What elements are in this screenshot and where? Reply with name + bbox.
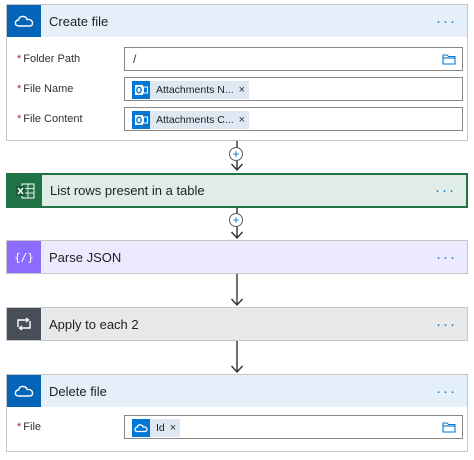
apply-each-more-button[interactable]: ··· bbox=[436, 315, 457, 333]
parse-json-header[interactable]: {∕} Parse JSON ··· bbox=[7, 241, 467, 273]
excel-icon bbox=[8, 175, 42, 206]
attachments-content-token[interactable]: Attachments C... × bbox=[132, 111, 250, 129]
create-file-header[interactable]: Create file ··· bbox=[7, 5, 467, 37]
create-file-title: Create file bbox=[49, 13, 109, 29]
list-rows-card: List rows present in a table ··· bbox=[6, 173, 468, 208]
file-row: *File Id × bbox=[7, 415, 467, 441]
list-rows-header[interactable]: List rows present in a table ··· bbox=[8, 175, 466, 206]
file-name-row: *File Name Attachments N... × bbox=[7, 77, 467, 103]
outlook-icon bbox=[132, 111, 150, 129]
folder-path-input[interactable]: / bbox=[124, 47, 463, 71]
svg-text:{∕}: {∕} bbox=[14, 251, 34, 264]
onedrive-icon bbox=[7, 375, 41, 407]
parse-json-card: {∕} Parse JSON ··· bbox=[6, 240, 468, 274]
onedrive-icon bbox=[132, 419, 150, 437]
insert-step-button[interactable]: + bbox=[229, 147, 243, 161]
id-token[interactable]: Id × bbox=[132, 419, 181, 437]
connector-arrow bbox=[230, 341, 244, 374]
parse-json-more-button[interactable]: ··· bbox=[436, 248, 457, 266]
list-rows-title: List rows present in a table bbox=[50, 183, 205, 198]
list-rows-more-button[interactable]: ··· bbox=[435, 182, 456, 199]
insert-step-button[interactable]: + bbox=[229, 213, 243, 227]
parse-json-icon: {∕} bbox=[7, 241, 41, 273]
id-token-label: Id bbox=[156, 422, 165, 434]
file-name-input[interactable]: Attachments N... × bbox=[124, 77, 463, 101]
create-file-more-button[interactable]: ··· bbox=[436, 12, 457, 30]
folder-path-label: *Folder Path bbox=[17, 53, 81, 65]
file-content-row: *File Content Attachments C... × bbox=[7, 107, 467, 133]
folder-icon[interactable] bbox=[442, 53, 456, 68]
remove-token-icon[interactable]: × bbox=[238, 84, 246, 96]
delete-file-header[interactable]: Delete file ··· bbox=[7, 375, 467, 407]
file-name-label: *File Name bbox=[17, 83, 74, 95]
file-content-input[interactable]: Attachments C... × bbox=[124, 107, 463, 131]
file-content-label: *File Content bbox=[17, 113, 83, 125]
apply-each-card: Apply to each 2 ··· bbox=[6, 307, 468, 341]
loop-icon bbox=[7, 308, 41, 340]
file-label: *File bbox=[17, 421, 42, 433]
parse-json-title: Parse JSON bbox=[49, 249, 122, 265]
file-input[interactable]: Id × bbox=[124, 415, 463, 439]
apply-each-header[interactable]: Apply to each 2 ··· bbox=[7, 308, 467, 340]
create-file-card: Create file ··· *Folder Path / *File Nam… bbox=[6, 4, 468, 141]
apply-each-title: Apply to each 2 bbox=[49, 316, 139, 332]
attachments-name-token-label: Attachments N... bbox=[156, 84, 234, 96]
delete-file-card: Delete file ··· *File Id × bbox=[6, 374, 468, 452]
folder-path-row: *Folder Path / bbox=[7, 47, 467, 73]
remove-token-icon[interactable]: × bbox=[169, 422, 177, 434]
onedrive-icon bbox=[7, 5, 41, 37]
connector-arrow bbox=[230, 274, 244, 307]
outlook-icon bbox=[132, 81, 150, 99]
delete-file-more-button[interactable]: ··· bbox=[436, 382, 457, 400]
attachments-name-token[interactable]: Attachments N... × bbox=[132, 81, 250, 99]
folder-path-value: / bbox=[133, 52, 137, 66]
remove-token-icon[interactable]: × bbox=[238, 114, 246, 126]
attachments-content-token-label: Attachments C... bbox=[156, 114, 234, 126]
delete-file-title: Delete file bbox=[49, 383, 107, 399]
folder-icon[interactable] bbox=[442, 421, 456, 436]
